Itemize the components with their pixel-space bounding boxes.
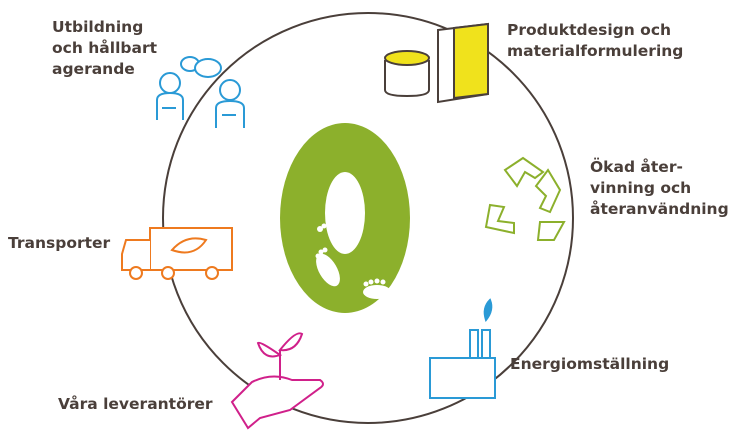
label-energy: Energiomställning <box>510 355 670 373</box>
label-product-design: Produktdesign och materialformulering <box>507 21 684 60</box>
label-recycling: Ökad åter- vinning och återanvändning <box>590 158 729 218</box>
recycle-icon <box>484 156 566 241</box>
label-education: Utbildning och hållbart agerande <box>52 18 157 78</box>
truck-icon <box>121 227 233 280</box>
paint-can-icon <box>384 22 489 104</box>
hand-plant-icon <box>230 332 324 430</box>
factory-icon <box>429 298 496 399</box>
label-transport: Transporter <box>8 234 111 252</box>
zero-footprint-icon <box>280 123 410 313</box>
label-suppliers: Våra leverantörer <box>58 395 213 413</box>
cycle-ring <box>162 12 574 424</box>
people-talking-icon <box>156 56 245 128</box>
